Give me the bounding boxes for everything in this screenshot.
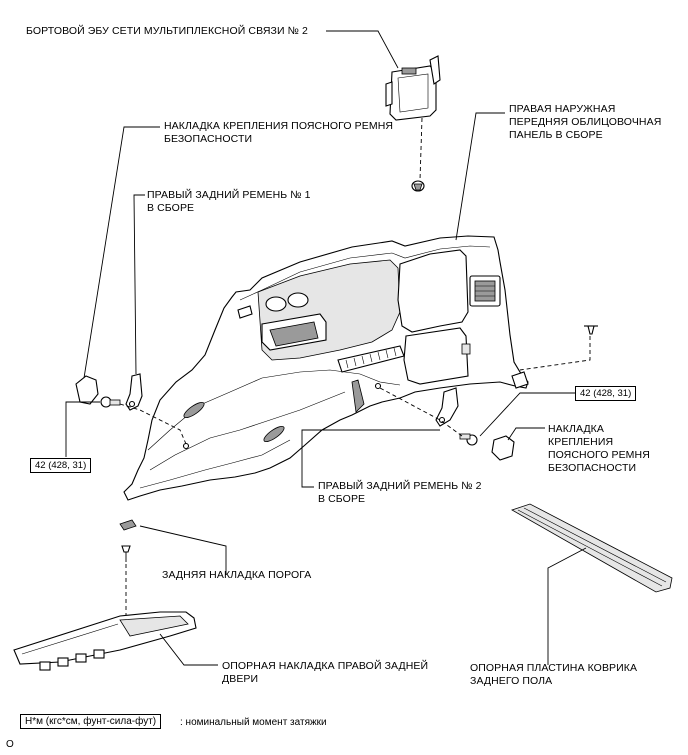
belt1-label-line2: В СБОРЕ	[147, 202, 195, 214]
ecu-label: БОРТОВОЙ ЭБУ СЕТИ МУЛЬТИПЛЕКСНОЙ СВЯЗИ №…	[26, 25, 308, 37]
right-belt-cover-label-line3: ПОЯСНОГО РЕМНЯ	[548, 449, 650, 461]
rear-sill-cover	[119, 519, 137, 531]
left-belt-anchor-cover	[75, 375, 99, 405]
sill-screw	[121, 545, 131, 562]
scuff-plate-label-line2: ДВЕРИ	[222, 673, 259, 685]
panel-clip	[584, 325, 598, 335]
legend-torque-description: : номинальный момент затяжки	[180, 717, 327, 728]
torque-spec-right: 42 (428, 31)	[575, 386, 637, 401]
scuff-plate-label-line1: ОПОРНАЯ НАКЛАДКА ПРАВОЙ ЗАДНЕЙ	[222, 660, 429, 672]
belt-no1-anchor	[125, 373, 143, 411]
left-belt-cover-label-line2: БЕЗОПАСНОСТИ	[164, 133, 253, 145]
sill-cover-label: ЗАДНЯЯ НАКЛАДКА ПОРОГА	[162, 569, 312, 581]
belt-no2-anchor	[435, 387, 459, 427]
belt1-label-line1: ПРАВЫЙ ЗАДНИЙ РЕМЕНЬ № 1	[147, 189, 311, 201]
left-belt-cover-label-line1: НАКЛАДКА КРЕПЛЕНИЯ ПОЯСНОГО РЕМНЯ	[164, 120, 394, 132]
right-belt-anchor-cover	[491, 435, 515, 461]
right-belt-cover-label-line2: КРЕПЛЕНИЯ	[548, 436, 614, 448]
panel-label-line3: ПАНЕЛЬ В СБОРЕ	[509, 129, 603, 141]
quarter-trim-panel	[123, 235, 529, 501]
right-belt-cover-label-line1: НАКЛАДКА	[548, 423, 604, 435]
torque-spec-left: 42 (428, 31)	[30, 458, 92, 473]
rear-floor-mat-plate	[511, 503, 673, 593]
belt2-label-line2: В СБОРЕ	[318, 493, 366, 505]
corner-mark: O	[6, 739, 14, 750]
multiplex-ecu	[385, 55, 441, 121]
leader-lines	[65, 30, 587, 666]
right-anchor-bolt	[459, 433, 478, 446]
belt2-label-line1: ПРАВЫЙ ЗАДНИЙ РЕМЕНЬ № 2	[318, 480, 482, 492]
floor-plate-label-line1: ОПОРНАЯ ПЛАСТИНА КОВРИКА	[470, 662, 638, 674]
ecu-clip	[411, 180, 425, 192]
right-belt-cover-label-line4: БЕЗОПАСНОСТИ	[548, 462, 637, 474]
panel-label-line1: ПРАВАЯ НАРУЖНАЯ	[509, 103, 616, 115]
floor-plate-label-line2: ЗАДНЕГО ПОЛА	[470, 675, 553, 687]
left-anchor-bolt	[100, 396, 121, 408]
panel-label-line2: ПЕРЕДНЯЯ ОБЛИЦОВОЧНАЯ	[509, 116, 662, 128]
rear-door-scuff-plate	[13, 611, 197, 671]
legend-torque-unit-box: Н*м (кгс*см, фунт-сила-фут)	[20, 714, 162, 729]
